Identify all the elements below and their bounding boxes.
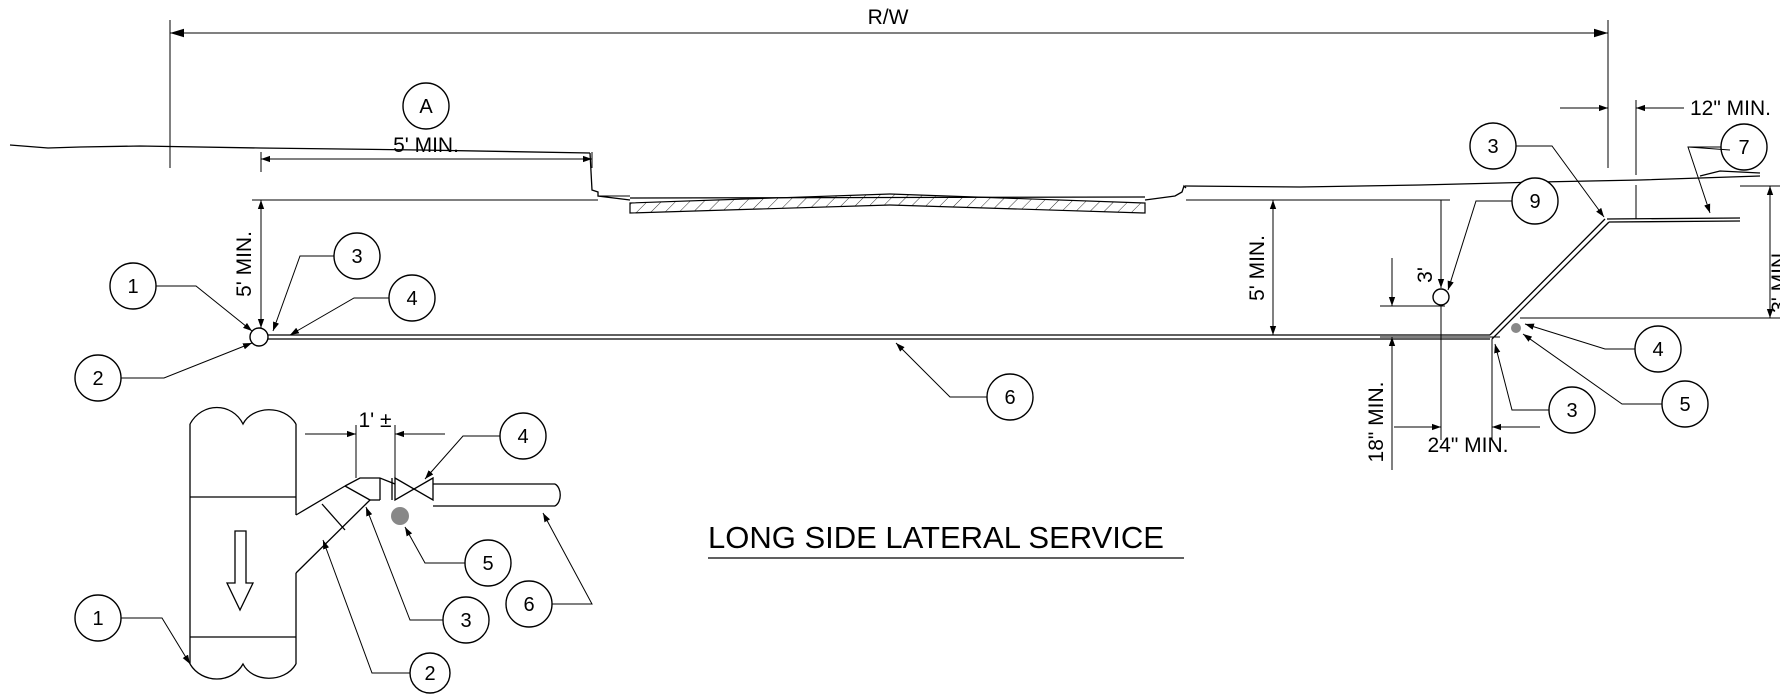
svg-text:7: 7	[1738, 137, 1749, 159]
callout-3-detail: 3	[365, 506, 490, 644]
svg-text:6: 6	[1004, 387, 1015, 409]
eighteen-min-label: 18" MIN.	[1365, 382, 1388, 463]
svg-text:4: 4	[1652, 339, 1663, 361]
twentyfour-min-label: 24" MIN.	[1428, 434, 1509, 457]
drawing-title: LONG SIDE LATERAL SERVICE	[708, 520, 1184, 559]
rw-dimension: R/W	[169, 6, 1609, 168]
dimension-5min-left: 5' MIN.	[233, 199, 598, 328]
callout-4-profile-left: 4	[289, 274, 436, 336]
five-min-left-label: 5' MIN.	[233, 231, 256, 297]
svg-text:3: 3	[460, 610, 471, 632]
svg-text:5: 5	[1679, 394, 1690, 416]
callout-7: 7	[1687, 123, 1768, 214]
rw-label: R/W	[868, 6, 909, 29]
svg-text:2: 2	[92, 368, 103, 390]
svg-text:1: 1	[127, 276, 138, 298]
dimension-1ft: 1' ±	[305, 409, 445, 478]
marker-dot	[1511, 323, 1521, 333]
twelve-min-label: 12" MIN.	[1690, 97, 1771, 120]
callout-a: A	[402, 82, 450, 130]
one-ft-label: 1' ±	[358, 409, 391, 432]
svg-text:2: 2	[424, 663, 435, 685]
lateral-pipe-profile	[249, 185, 1741, 347]
svg-text:4: 4	[406, 288, 417, 310]
five-min-top-label: 5' MIN.	[393, 134, 459, 157]
callout-6-detail: 6	[505, 512, 593, 628]
svg-text:3: 3	[351, 246, 362, 268]
main-pipe-circle	[249, 327, 269, 347]
title-text: LONG SIDE LATERAL SERVICE	[708, 520, 1164, 555]
svg-text:3: 3	[1487, 136, 1498, 158]
callout-3-profile-bottom: 3	[1494, 343, 1596, 434]
callout-2-profile: 2	[74, 342, 253, 402]
callout-5-profile: 5	[1522, 333, 1709, 428]
callout-3-profile-top: 3	[1469, 122, 1605, 218]
callout-6-profile: 6	[895, 342, 1034, 421]
svg-text:A: A	[419, 96, 433, 118]
dimension-18min: 18" MIN.	[1365, 258, 1500, 470]
callout-4-profile-right: 4	[1524, 323, 1682, 373]
svg-text:6: 6	[523, 594, 534, 616]
connection-detail	[189, 407, 561, 680]
three-min-right-label: 3' MIN.	[1768, 247, 1780, 313]
svg-text:4: 4	[517, 426, 528, 448]
dimension-3min-right: 3' MIN.	[1520, 185, 1780, 319]
three-ft-label: 3'	[1414, 267, 1437, 283]
callout-2-detail: 2	[322, 539, 451, 694]
callout-1-detail: 1	[74, 594, 191, 665]
five-min-right-label: 5' MIN.	[1246, 235, 1269, 301]
callout-3-profile-left: 3	[272, 232, 381, 332]
svg-text:9: 9	[1529, 191, 1540, 213]
svg-text:1: 1	[92, 608, 103, 630]
dimension-3ft: 3'	[1414, 200, 1445, 288]
callout-9: 9	[1447, 177, 1559, 291]
other-utility-circle	[1432, 288, 1450, 306]
dimension-5min-right: 5' MIN.	[1186, 199, 1450, 335]
roadway-pavement	[629, 193, 1146, 214]
dimension-12min: 12" MIN.	[1560, 97, 1771, 175]
svg-text:5: 5	[482, 553, 493, 575]
callout-5-detail: 5	[404, 526, 512, 587]
dimension-24min: 24" MIN.	[1394, 306, 1540, 457]
dimension-5min-top: 5' MIN.	[260, 134, 593, 172]
tracer-dot	[391, 507, 409, 525]
callout-1-profile: 1	[109, 262, 253, 332]
svg-text:3: 3	[1566, 400, 1577, 422]
callout-4-detail: 4	[424, 412, 547, 480]
